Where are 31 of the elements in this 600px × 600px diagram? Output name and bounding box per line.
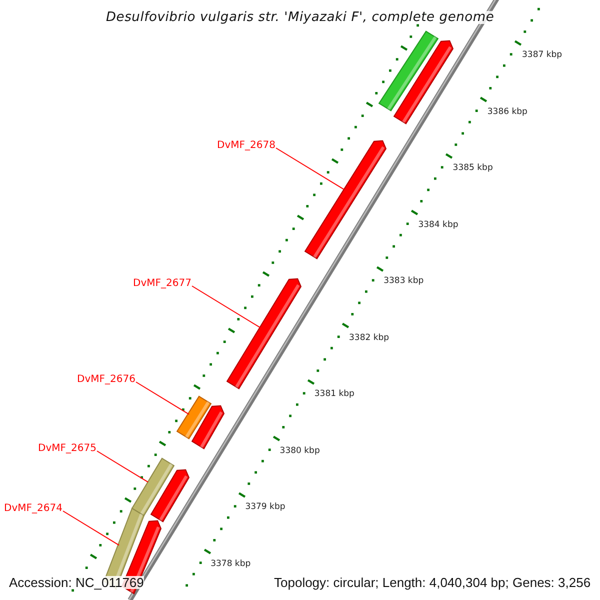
gene-label: DvMF_2674 xyxy=(4,504,62,514)
gene-bar xyxy=(191,405,225,450)
gene-label: DvMF_2677 xyxy=(133,279,192,289)
scale-label: 3384 kbp xyxy=(418,220,458,229)
leader-line xyxy=(96,450,148,483)
gene-bar xyxy=(226,278,302,390)
leader-line xyxy=(276,148,344,190)
gene-label: DvMF_2676 xyxy=(77,375,136,385)
scale-label: 3380 kbp xyxy=(280,446,320,455)
gene-label: DvMF_2675 xyxy=(38,444,96,454)
scale-label: 3382 kbp xyxy=(349,334,390,342)
genome-info-text: Topology: circular; Length: 4,040,304 bp; Genes: 3,256 xyxy=(274,576,591,589)
gene-label: DvMF_2678 xyxy=(217,141,276,151)
accession-text: Accession: NC_011769 xyxy=(9,576,144,589)
gene-bar xyxy=(131,458,175,516)
scale-label: 3385 kbp xyxy=(452,164,493,172)
gene-bar xyxy=(393,40,454,124)
leader-line xyxy=(192,286,260,328)
gene-bar xyxy=(150,469,190,522)
scale-label: 3383 kbp xyxy=(384,277,424,286)
scale-label: 3386 kbp xyxy=(487,108,528,116)
title: Desulfovibrio vulgaris str. 'Miyazaki F', complete genome xyxy=(106,11,494,24)
scale-label: 3378 kbp xyxy=(210,560,251,568)
gene-bar xyxy=(176,396,212,440)
gene-bar xyxy=(304,140,387,260)
gene-bar xyxy=(378,30,439,112)
scale-label: 3379 kbp xyxy=(245,503,286,512)
scale-label: 3381 kbp xyxy=(314,390,354,398)
leader-line xyxy=(136,382,190,415)
scale-label: 3387 kbp xyxy=(522,51,562,60)
leader-line xyxy=(62,510,120,546)
